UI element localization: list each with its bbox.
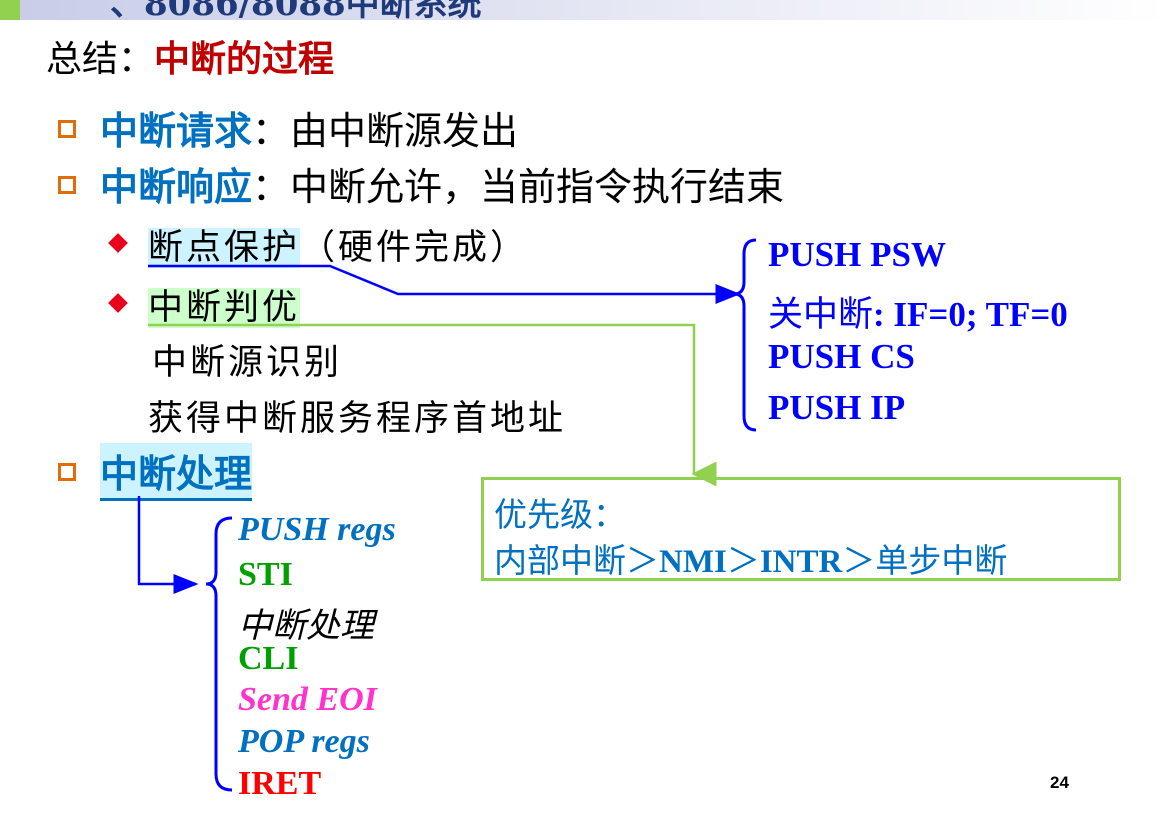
step-response-title: 中断响应 (100, 165, 253, 209)
step-request-title: 中断请求 (100, 109, 253, 153)
square-bullet-icon (58, 463, 76, 481)
substep-source-identify: 中断源识别 (152, 343, 343, 383)
priority-intr: INTR (759, 544, 843, 580)
square-bullet-icon (58, 176, 76, 194)
handler-iret: IRET (238, 765, 322, 802)
page-number: 24 (1050, 773, 1069, 792)
breakpoint-label: 断点保护 (148, 228, 301, 268)
handling-arrow (137, 496, 199, 594)
op-push-ip: PUSH IP (768, 388, 906, 427)
handler-cli: CLI (238, 640, 299, 677)
summary-topic: 中断的过程 (154, 39, 335, 80)
priority-nmi: NMI (659, 544, 727, 580)
handler-push-regs: PUSH regs (238, 511, 396, 548)
slide-title-fragment: 、8086/8088中断系统 (110, 0, 482, 24)
step-interrupt-handling: 中断处理 (100, 443, 253, 501)
right-brace (733, 238, 757, 432)
priority-order: 内部中断＞NMI＞INTR＞单步中断 (494, 534, 1007, 582)
substep-get-address: 获得中断服务程序首地址 (148, 399, 567, 439)
breakpoint-note: （硬件完成） (300, 228, 529, 268)
op-disable-cn: 关中断 (768, 295, 874, 335)
breakpoint-arrow (148, 264, 741, 304)
step-handle-title: 中断处理 (100, 452, 253, 496)
priority-arrow (148, 323, 717, 487)
handler-sti: STI (238, 556, 293, 593)
step-response-desc: ：中断允许，当前指令执行结束 (252, 165, 785, 209)
priority-internal: 内部中断 (494, 541, 626, 580)
title-bar-accent (0, 0, 20, 20)
handler-pop-regs: POP regs (238, 723, 370, 760)
gt-sign: ＞ (626, 541, 659, 580)
square-bullet-icon (58, 120, 76, 138)
gt-sign: ＞ (726, 541, 760, 580)
handler-brace (205, 516, 233, 792)
step-interrupt-request: 中断请求：由中断源发出 (100, 100, 518, 155)
title-bar-background (0, 0, 1166, 20)
op-disable-interrupt: 关中断: IF=0; TF=0 (768, 286, 1068, 337)
gt-sign: ＞ (842, 541, 876, 580)
substep-breakpoint: 断点保护（硬件完成） (148, 219, 528, 270)
priority-single-step: 单步中断 (875, 541, 1008, 580)
priority-heading: 优先级： (494, 495, 626, 534)
op-push-cs: PUSH CS (768, 337, 915, 376)
priority-box (481, 477, 1121, 581)
op-push-psw: PUSH PSW (768, 235, 946, 274)
substep-priority: 中断判优 (148, 279, 301, 330)
handler-process: 中断处理 (238, 606, 374, 646)
step-request-desc: ：由中断源发出 (252, 109, 519, 153)
handler-send-eoi: Send EOI (238, 681, 377, 718)
step-interrupt-response: 中断响应：中断允许，当前指令执行结束 (100, 156, 784, 211)
summary-label: 总结： (46, 39, 155, 80)
priority-label: 中断判优 (148, 288, 301, 328)
op-disable-flags: : IF=0; TF=0 (873, 295, 1068, 334)
summary-heading: 总结：中断的过程 (46, 30, 334, 82)
